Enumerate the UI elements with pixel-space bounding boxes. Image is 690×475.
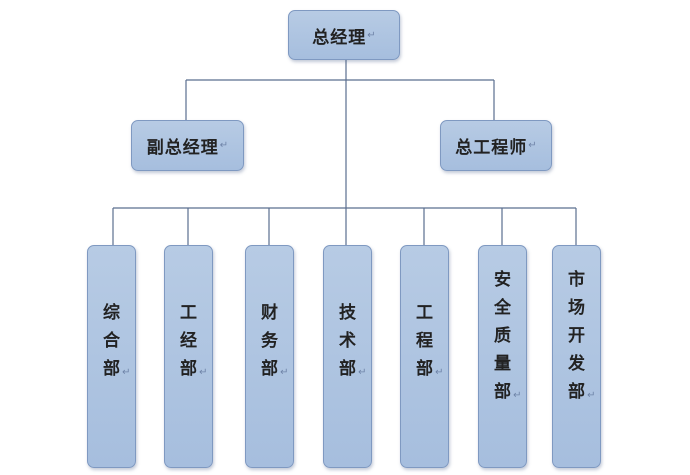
- paragraph-mark-icon: ↵: [528, 140, 537, 151]
- paragraph-mark-icon: ↵: [358, 367, 367, 378]
- paragraph-mark-icon: ↵: [587, 390, 596, 401]
- node-label: 总工程师: [455, 138, 528, 158]
- paragraph-mark-icon: ↵: [219, 140, 229, 151]
- node-label: 工经部: [180, 303, 197, 379]
- paragraph-mark-icon: ↵: [122, 367, 131, 378]
- node-label: 副总经理: [146, 138, 219, 158]
- paragraph-mark-icon: ↵: [513, 390, 522, 401]
- node-chief-engineer: 总工程师↵: [440, 120, 552, 171]
- paragraph-mark-icon: ↵: [280, 367, 289, 378]
- node-label: 市场开发部: [568, 270, 585, 402]
- paragraph-mark-icon: ↵: [435, 367, 444, 378]
- node-department: 工经部↵: [164, 245, 213, 468]
- node-label: 总经理: [312, 27, 367, 48]
- node-general-manager: 总经理↵: [288, 10, 400, 60]
- node-department: 市场开发部↵: [552, 245, 601, 468]
- paragraph-mark-icon: ↵: [199, 367, 208, 378]
- node-department: 安全质量部↵: [478, 245, 527, 468]
- node-label: 安全质量部: [494, 270, 511, 402]
- node-label: 财务部: [261, 303, 278, 379]
- paragraph-mark-icon: ↵: [367, 29, 376, 41]
- node-label: 综合部: [103, 303, 120, 379]
- node-department: 工程部↵: [400, 245, 449, 468]
- node-department: 财务部↵: [245, 245, 294, 468]
- node-label: 技术部: [339, 303, 356, 379]
- node-deputy-general-manager: 副总经理↵: [131, 120, 244, 171]
- node-department: 综合部↵: [87, 245, 136, 468]
- node-department: 技术部↵: [323, 245, 372, 468]
- node-label: 工程部: [416, 303, 433, 379]
